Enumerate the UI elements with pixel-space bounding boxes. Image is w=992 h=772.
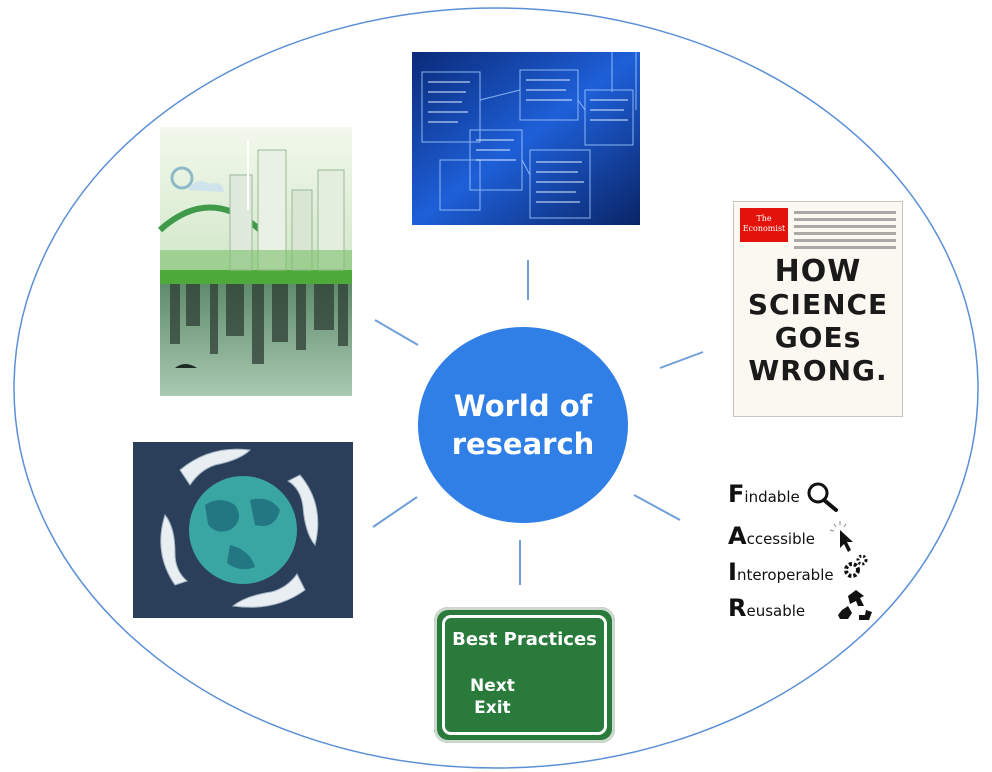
fair-letter: F xyxy=(728,480,745,508)
fair-letter: R xyxy=(728,594,747,622)
economist-headline-3: GOEs xyxy=(774,321,862,354)
sign-next-exit: Next Exit xyxy=(470,675,515,719)
economist-headline-2: SCIENCE xyxy=(747,288,889,321)
cursor-click-icon xyxy=(829,521,853,552)
recycle-icon xyxy=(838,590,872,620)
economist-headline-4: WRONG. xyxy=(748,354,888,387)
globe-hands-image xyxy=(133,442,353,618)
fair-word: nteroperable xyxy=(736,566,834,584)
center-label-line2: research xyxy=(451,427,595,461)
sign-next: Next xyxy=(470,676,515,696)
connector-bottom-left xyxy=(372,496,418,528)
economist-logo-line2: Economist xyxy=(742,224,786,233)
fair-item-reusable: Reusable xyxy=(728,594,805,622)
green-city-image xyxy=(157,127,352,396)
gears-icon xyxy=(844,554,868,578)
database-schema-image xyxy=(412,52,640,225)
fair-item-interoperable: Interoperable xyxy=(728,558,834,586)
economist-logo-line1: The xyxy=(756,214,772,223)
economist-cover-lines xyxy=(794,207,896,253)
best-practices-sign: Best Practices Next Exit xyxy=(434,607,615,743)
center-label-line1: World of xyxy=(453,389,593,423)
sign-exit: Exit xyxy=(474,698,511,718)
sign-border xyxy=(442,615,607,735)
fair-item-findable: Findable xyxy=(728,480,800,508)
fair-word: ccessible xyxy=(746,530,816,548)
fair-word: indable xyxy=(744,488,800,506)
outer-ellipse xyxy=(13,7,979,769)
fair-letter: I xyxy=(728,558,737,586)
connector-bottom-right xyxy=(633,494,681,521)
economist-headline-1: HOW xyxy=(774,254,862,289)
connector-right xyxy=(659,351,704,369)
economist-logo: The Economist xyxy=(740,208,788,242)
sign-title: Best Practices xyxy=(452,629,597,650)
center-node: World of research xyxy=(418,327,628,523)
economist-cover-image: The Economist HOW SCIENCE GOEs WRONG. xyxy=(733,201,903,417)
fair-letter: A xyxy=(728,522,747,550)
connector-top-left xyxy=(374,319,419,346)
fair-word: eusable xyxy=(746,602,806,620)
magnifier-icon xyxy=(807,482,838,512)
fair-item-accessible: Accessible xyxy=(728,522,815,550)
